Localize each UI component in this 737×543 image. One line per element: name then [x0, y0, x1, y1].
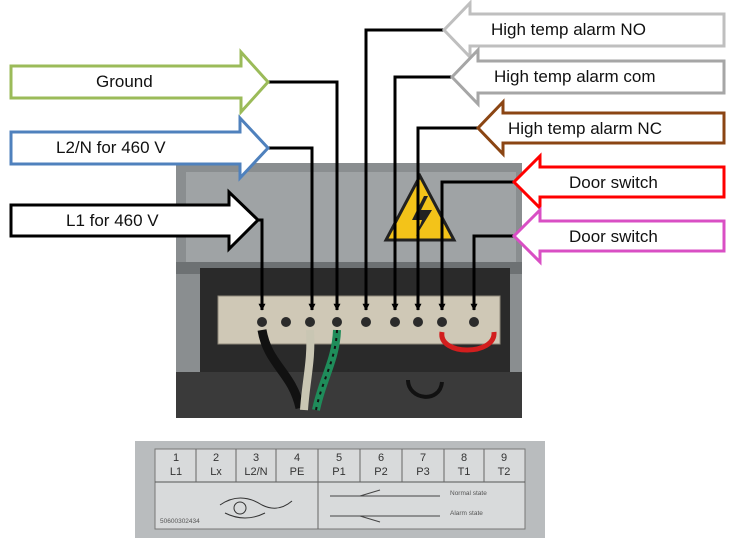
warning-triangle-icon — [383, 172, 457, 242]
l2n-label: L2/N for 460 V — [56, 138, 166, 157]
plate-terminal-lx: Lx — [210, 466, 222, 478]
alarm-no-arrow — [441, 0, 726, 61]
plate-alarm-state: Alarm state — [450, 510, 483, 517]
cable-icon — [219, 497, 293, 519]
plate-number-2: 2 — [212, 452, 220, 464]
door-switch-1-arrow — [511, 152, 726, 212]
plate-number-3: 3 — [252, 452, 260, 464]
ground-label: Ground — [96, 72, 153, 91]
plate-terminal-p1: P1 — [332, 466, 346, 478]
ground-arrow — [9, 48, 271, 116]
alarm-nc-arrow — [475, 98, 726, 158]
alarm-nc-label: High temp alarm NC — [508, 119, 662, 138]
plate-number-7: 7 — [419, 452, 427, 464]
plate-terminal-p3: P3 — [416, 466, 430, 478]
terminal-label-plate — [135, 441, 545, 538]
plate-terminal-pe: PE — [289, 466, 305, 478]
plate-terminal-t1: T1 — [457, 466, 471, 478]
plate-serial: 50600302434 — [160, 518, 200, 525]
l1-label: L1 for 460 V — [66, 211, 159, 230]
plate-number-4: 4 — [293, 452, 301, 464]
door-switch-2-arrow — [511, 206, 726, 266]
plate-number-5: 5 — [335, 452, 343, 464]
plate-terminal-p2: P2 — [374, 466, 388, 478]
plate-terminal-l2n: L2/N — [244, 466, 268, 478]
l1-arrow — [9, 188, 261, 253]
door-switch-1-label: Door switch — [569, 173, 658, 192]
plate-terminal-t2: T2 — [497, 466, 511, 478]
alarm-com-label: High temp alarm com — [494, 67, 656, 86]
plate-number-1: 1 — [172, 452, 180, 464]
plate-normal-state: Normal state — [450, 490, 487, 497]
plate-number-8: 8 — [460, 452, 468, 464]
alarm-com-arrow — [449, 46, 726, 108]
plate-number-6: 6 — [377, 452, 385, 464]
l2n-arrow — [9, 114, 271, 182]
alarm-no-label: High temp alarm NO — [491, 20, 646, 39]
plate-terminal-l1: L1 — [169, 466, 183, 478]
plate-number-9: 9 — [500, 452, 508, 464]
terminal-block-photo — [176, 163, 522, 418]
connector-lines — [258, 28, 514, 311]
door-switch-2-label: Door switch — [569, 227, 658, 246]
